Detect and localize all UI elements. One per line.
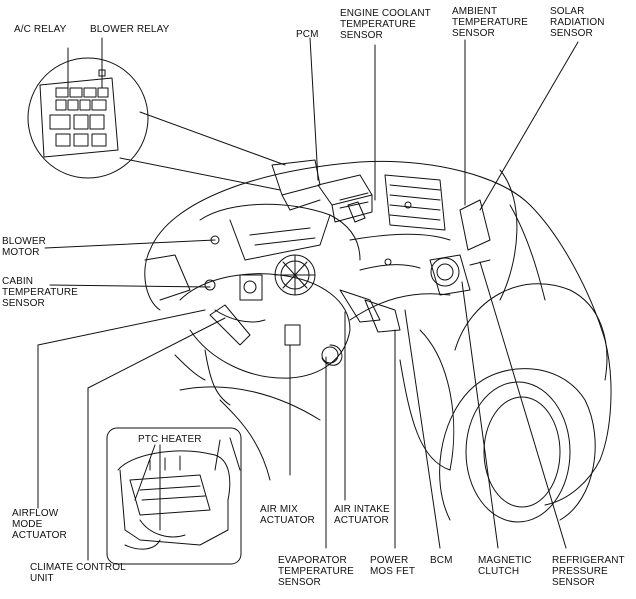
car-body <box>144 160 612 523</box>
ac-relay-label: A/C RELAY <box>14 24 67 35</box>
relay-box-inset <box>27 37 286 191</box>
air-mix-actuator-label: AIR MIX ACTUATOR <box>260 504 315 526</box>
evaporator-temperature-sensor-label: EVAPORATOR TEMPERATURE SENSOR <box>278 555 354 588</box>
cabin-temperature-sensor-label: CABIN TEMPERATURE SENSOR <box>2 276 78 309</box>
dashboard-hvac <box>174 203 421 406</box>
engine-coolant-temperature-sensor-label: ENGINE COOLANT TEMPERATURE SENSOR <box>340 8 431 41</box>
blower-motor-label: BLOWER MOTOR <box>2 236 46 258</box>
blower-relay-label: BLOWER RELAY <box>90 24 170 35</box>
pcm-label: PCM <box>296 29 319 40</box>
bcm-label: BCM <box>430 555 453 566</box>
ptc-heater-inset <box>106 427 242 565</box>
ambient-temperature-sensor-label: AMBIENT TEMPERATURE SENSOR <box>452 6 528 39</box>
airflow-mode-actuator-label: AIRFLOW MODE ACTUATOR <box>12 508 67 541</box>
refrigerant-pressure-sensor-label: REFRIGERANT PRESSURE SENSOR <box>552 555 625 588</box>
ptc-heater-label: PTC HEATER <box>138 434 202 445</box>
climate-control-unit-label: CLIMATE CONTROL UNIT <box>30 562 126 584</box>
power-mos-fet-label: POWER MOS FET <box>370 555 416 577</box>
leader-lines <box>37 37 579 561</box>
air-intake-actuator-label: AIR INTAKE ACTUATOR <box>334 504 390 526</box>
engine-bay <box>271 159 491 296</box>
solar-radiation-sensor-label: SOLAR RADIATION SENSOR <box>550 6 605 39</box>
magnetic-clutch-label: MAGNETIC CLUTCH <box>478 555 532 577</box>
